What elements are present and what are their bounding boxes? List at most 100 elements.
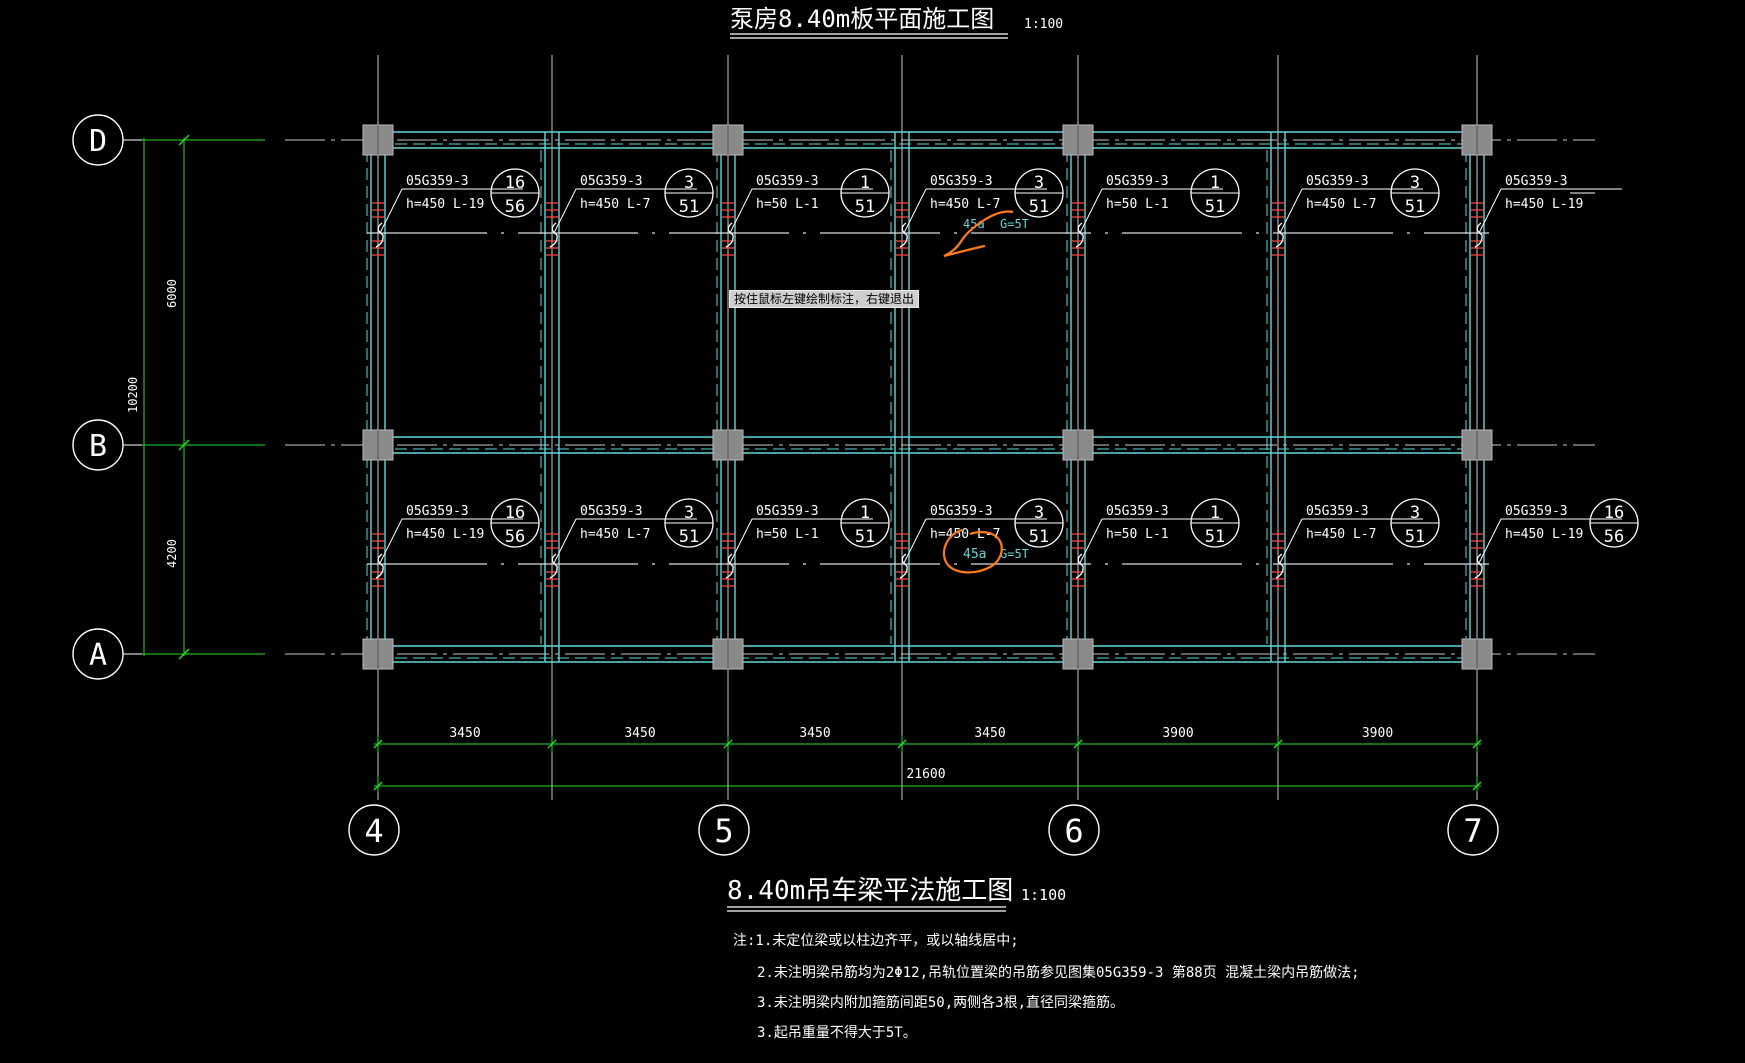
beam-tag-atlas: 05G359-3 <box>580 504 643 519</box>
beam-tag-leader <box>903 188 927 234</box>
beam-tag-spec: h=50 L-1 <box>1106 197 1169 212</box>
beam-tag-atlas: 05G359-3 <box>406 504 469 519</box>
beam-tag-bubble-top: 3 <box>1410 173 1420 193</box>
beam-tag-atlas: 05G359-3 <box>1306 174 1369 189</box>
hanger-symbol <box>722 533 734 587</box>
axis-bubble-circle <box>698 804 750 856</box>
beam-tag-spec: h=450 L-7 <box>930 527 1000 542</box>
dim-tick <box>373 739 383 749</box>
hanger-bend-line <box>1075 222 1084 248</box>
hanger-bend-line <box>549 222 558 248</box>
cyan-labels-upper: 45a G=5T <box>963 217 1029 231</box>
beam-tag-bubble-bottom: 51 <box>855 527 875 547</box>
beam-tag-bubble-top: 3 <box>1034 503 1044 523</box>
axis-bubble-label: D <box>89 124 107 159</box>
hanger-symbol <box>546 202 558 256</box>
axis-bubble-circle <box>348 804 400 856</box>
columns <box>362 124 1493 670</box>
beam-tag-spec: h=450 L-19 <box>406 527 484 542</box>
hanger-symbol <box>372 202 384 256</box>
beam-tag-spec: h=450 L-7 <box>1306 197 1376 212</box>
axis-bubble-row: B <box>72 419 142 471</box>
beam-tag-leader <box>553 188 577 234</box>
note-line-3: 3.未注明梁内附加箍筋间距50,两侧各3根,直径同梁箍筋。 <box>757 994 1124 1011</box>
hanger-bend-line <box>899 553 908 579</box>
beam-tag-spec: h=450 L-19 <box>1505 527 1583 542</box>
dim-tick <box>547 739 557 749</box>
hanger-symbol <box>1072 202 1084 256</box>
hanger-bend-line <box>1474 553 1483 579</box>
beam-tag-bubble-bottom: 51 <box>1205 197 1225 217</box>
plan-title-top-scale: 1:100 <box>1024 17 1063 32</box>
beam-tag-atlas: 05G359-3 <box>1106 504 1169 519</box>
beam-tag-bubble-top: 16 <box>505 173 525 193</box>
beam-tag-atlas: 05G359-3 <box>756 174 819 189</box>
dim-tick <box>1472 781 1482 791</box>
dim-horizontal-segment: 3450 <box>449 726 480 741</box>
hanger-bend-line <box>899 222 908 248</box>
cyan-labels-lower: 45a G=5T <box>963 547 1029 562</box>
beam-tag-atlas: 05G359-3 <box>1505 174 1568 189</box>
hanger-symbol <box>1272 533 1284 587</box>
axis-bubble-label: B <box>89 429 107 464</box>
beam-tag-leader <box>1478 518 1502 564</box>
beam-tag-atlas: 05G359-3 <box>580 174 643 189</box>
hanger-bend-line <box>1275 222 1284 248</box>
notes: 注:1.未定位梁或以柱边齐平，或以轴线居中; 2.未注明梁吊筋均为2Φ12,吊轨… <box>733 933 1360 1041</box>
axis-bubble-label: 5 <box>714 812 733 850</box>
beam-tag-bubble-top: 3 <box>1034 173 1044 193</box>
beam-tag-bubble-top: 1 <box>1210 173 1220 193</box>
beam-tag-bubble-bottom: 51 <box>1405 197 1425 217</box>
dim-tick <box>373 781 383 791</box>
hanger-bend-line <box>375 222 384 248</box>
beam-tag-bubble-top: 16 <box>1604 503 1624 523</box>
beam-tag-spec: h=50 L-1 <box>756 527 819 542</box>
beam-tag-bubble-bottom: 51 <box>855 197 875 217</box>
hanger-symbol <box>1072 533 1084 587</box>
beam-tag-bubble-top: 3 <box>684 503 694 523</box>
beam-tag-leader <box>1079 188 1103 234</box>
beam-outlines <box>366 131 1489 663</box>
dim-tick <box>178 134 190 146</box>
beam-tag-spec: h=450 L-19 <box>1505 197 1583 212</box>
beam-tag-atlas: 05G359-3 <box>406 174 469 189</box>
hanger-symbol <box>1471 202 1483 256</box>
dim-tick <box>178 648 190 660</box>
dim-tick <box>1472 739 1482 749</box>
axis-bubble-label: 6 <box>1064 812 1083 850</box>
cursor-tooltip: 按住鼠标左键绘制标注，右键退出 <box>729 290 920 308</box>
dim-horizontal-segment: 3900 <box>1162 726 1193 741</box>
beam-tag-bubble-bottom: 51 <box>1205 527 1225 547</box>
axis-bubble-column: 4 <box>348 804 400 856</box>
beam-tag-leader <box>379 518 403 564</box>
beam-tag-leader <box>1478 188 1502 234</box>
hanger-bend-line <box>1075 553 1084 579</box>
beam-tag-bubble-bottom: 51 <box>679 527 699 547</box>
beam-tag-bubble-bottom: 51 <box>679 197 699 217</box>
beam-tag-leader <box>553 518 577 564</box>
axis-bubble-column: 7 <box>1447 804 1499 856</box>
cyan-label-upper-g: G=5T <box>1000 217 1029 231</box>
hanger-bend-line <box>549 553 558 579</box>
beam-tag-bubble-top: 1 <box>860 503 870 523</box>
hanger-symbol <box>722 202 734 256</box>
note-line-4: 3.起吊重量不得大于5T。 <box>757 1024 917 1041</box>
note-line-1: 注:1.未定位梁或以柱边齐平，或以轴线居中; <box>733 933 1019 949</box>
beam-tag-bubble-bottom: 51 <box>1029 197 1049 217</box>
markup-circle-lower <box>942 528 1003 574</box>
dim-tick <box>178 439 190 451</box>
beam-tag-bubble-top: 3 <box>684 173 694 193</box>
hanger-bend-line <box>1474 222 1483 248</box>
beam-tag-bubble-top: 1 <box>860 173 870 193</box>
dim-horizontal-segment: 3450 <box>974 726 1005 741</box>
